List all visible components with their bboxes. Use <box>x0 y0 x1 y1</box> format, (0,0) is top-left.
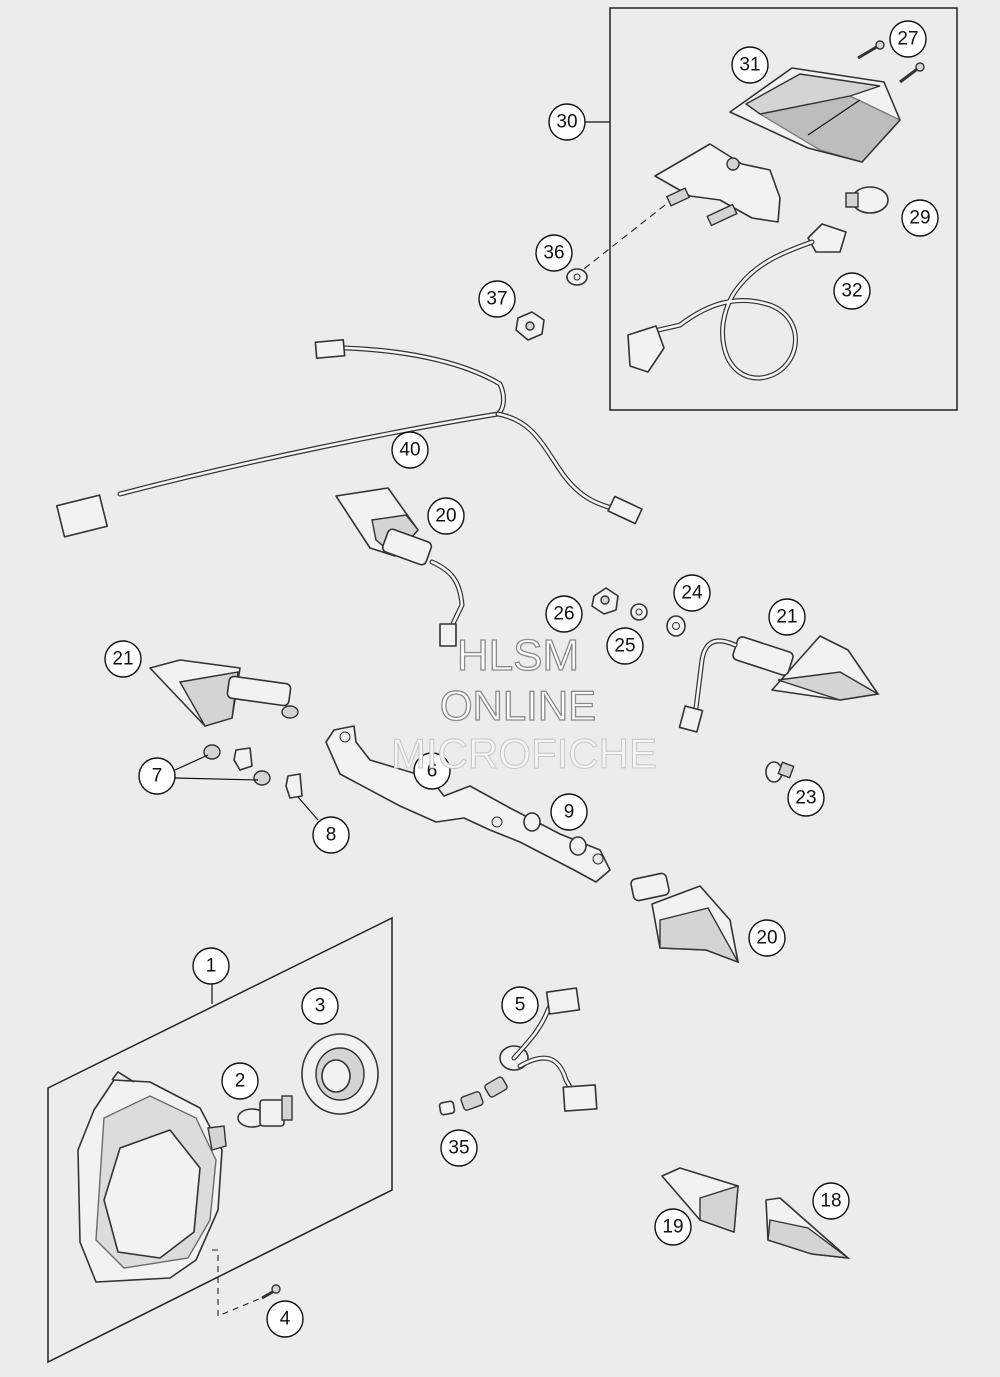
headlight-screw-part <box>261 1284 281 1300</box>
callout-label-25: 25 <box>614 636 635 657</box>
callout-20-upper: 20 <box>427 497 465 535</box>
tail-light-bulb-part <box>845 186 889 214</box>
callout-9: 9 <box>550 793 588 831</box>
callout-4: 4 <box>266 1300 304 1338</box>
callout-label-18: 18 <box>820 1191 841 1212</box>
washer-part <box>566 268 588 286</box>
callout-40: 40 <box>391 431 429 469</box>
callout-label-8: 8 <box>326 825 337 846</box>
callout-1: 1 <box>192 947 230 985</box>
rubber-dampers-part <box>233 747 303 799</box>
callout-label-4: 4 <box>280 1309 291 1330</box>
indicator-lens-cover-19-part <box>661 1167 739 1233</box>
callout-label-3: 3 <box>315 996 326 1017</box>
indicator-nut-part <box>591 587 619 615</box>
wiring-harness-part <box>55 339 643 538</box>
tail-light-assembly-frame <box>585 7 958 411</box>
callout-5: 5 <box>501 986 539 1024</box>
callout-20-lower: 20 <box>748 919 786 957</box>
turn-indicator-left-part <box>149 659 299 727</box>
callout-6: 6 <box>413 752 451 790</box>
callout-21-left: 21 <box>104 640 142 678</box>
callout-label-37: 37 <box>486 289 507 310</box>
nut-part <box>515 311 545 341</box>
flat-washer-part <box>666 615 686 637</box>
callout-label-23: 23 <box>795 788 816 809</box>
callout-label-31: 31 <box>739 55 760 76</box>
callout-label-19: 19 <box>662 1217 683 1238</box>
callout-label-26: 26 <box>553 604 574 625</box>
callout-label-21-left: 21 <box>112 649 133 670</box>
callout-label-35: 35 <box>448 1138 469 1159</box>
callout-27: 27 <box>889 20 927 58</box>
indicator-lens-cover-18-part <box>765 1197 851 1259</box>
tail-light-lens-part <box>729 67 902 163</box>
callout-7: 7 <box>138 757 176 795</box>
callout-8: 8 <box>312 816 350 854</box>
lock-washer-part <box>630 603 648 621</box>
callout-label-7: 7 <box>152 766 163 787</box>
callout-label-36: 36 <box>543 243 564 264</box>
callout-31: 31 <box>731 46 769 84</box>
callout-label-9: 9 <box>564 802 575 823</box>
callout-label-6: 6 <box>427 761 438 782</box>
watermark-line-1: HLSM <box>457 631 579 680</box>
callout-label-5: 5 <box>515 995 526 1016</box>
parking-light-bulb-part <box>438 1091 484 1116</box>
tail-light-housing-part <box>654 143 781 227</box>
callout-label-21-right: 21 <box>776 607 797 628</box>
indicator-bulb-part <box>765 761 795 783</box>
callout-18: 18 <box>812 1182 850 1220</box>
callout-26: 26 <box>545 595 583 633</box>
callout-21-right: 21 <box>768 598 806 636</box>
screw-axis-line <box>212 1249 267 1317</box>
callout-32: 32 <box>833 272 871 310</box>
callout-36: 36 <box>535 234 573 272</box>
callout-label-24: 24 <box>681 583 703 604</box>
callout-label-27: 27 <box>897 29 918 50</box>
headlight-housing-part <box>77 1070 227 1283</box>
callout-19: 19 <box>654 1208 692 1246</box>
callout-label-29: 29 <box>909 208 930 229</box>
headlight-assembly-frame <box>47 916 393 1364</box>
turn-indicator-lower-part <box>630 872 740 964</box>
tail-light-screws-part <box>857 40 925 84</box>
headlight-rubber-cap-part <box>301 1033 379 1115</box>
turn-indicator-upper-part <box>335 487 465 647</box>
watermark: HLSM ONLINE MICROFICHE <box>390 630 657 777</box>
callout-25: 25 <box>606 627 644 665</box>
callout-label-32: 32 <box>841 281 862 302</box>
mounting-axis-line <box>574 204 666 277</box>
callout-35: 35 <box>440 1129 478 1167</box>
callout-label-20-lower: 20 <box>756 928 777 949</box>
turn-indicator-right-part <box>678 635 881 733</box>
callout-29: 29 <box>901 199 939 237</box>
bulb-socket-harness-part <box>627 223 847 381</box>
parking-light-harness-part <box>484 987 598 1112</box>
callout-label-20-upper: 20 <box>435 506 456 527</box>
callout-23: 23 <box>787 779 825 817</box>
callout-24: 24 <box>673 574 711 612</box>
callout-3: 3 <box>301 987 339 1025</box>
callout-label-1: 1 <box>206 956 217 977</box>
watermark-line-3: MICROFICHE <box>391 730 657 777</box>
callout-2: 2 <box>221 1062 259 1100</box>
watermark-line-2: ONLINE <box>440 682 596 729</box>
bracket-bushings-part <box>523 812 587 856</box>
callout-30: 30 <box>548 103 586 141</box>
callout-label-30: 30 <box>556 112 577 133</box>
indicator-bracket-part <box>325 725 611 883</box>
callout-37: 37 <box>478 280 516 318</box>
callout-label-2: 2 <box>235 1071 246 1092</box>
headlight-bulb-part <box>237 1095 293 1128</box>
callout-label-40: 40 <box>399 440 420 461</box>
